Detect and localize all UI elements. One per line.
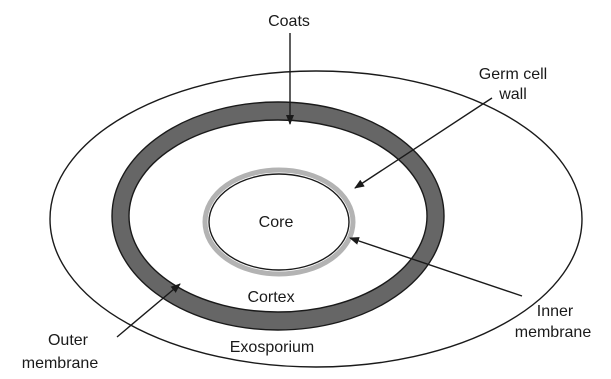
germ-cell-wall-label-line1: Germ cell [479,66,547,83]
coats-label: Coats [268,13,310,30]
core-label: Core [259,214,294,231]
exosporium-label: Exosporium [230,339,314,356]
inner-membrane-label-line2: membrane [515,324,592,341]
outer-membrane-label-line1: Outer [48,332,89,349]
outer-membrane-label-line2: membrane [22,355,99,372]
germ-cell-wall-label-line2: wall [498,86,527,103]
inner-membrane-label-line1: Inner [537,303,574,320]
cortex-label: Cortex [247,289,294,306]
